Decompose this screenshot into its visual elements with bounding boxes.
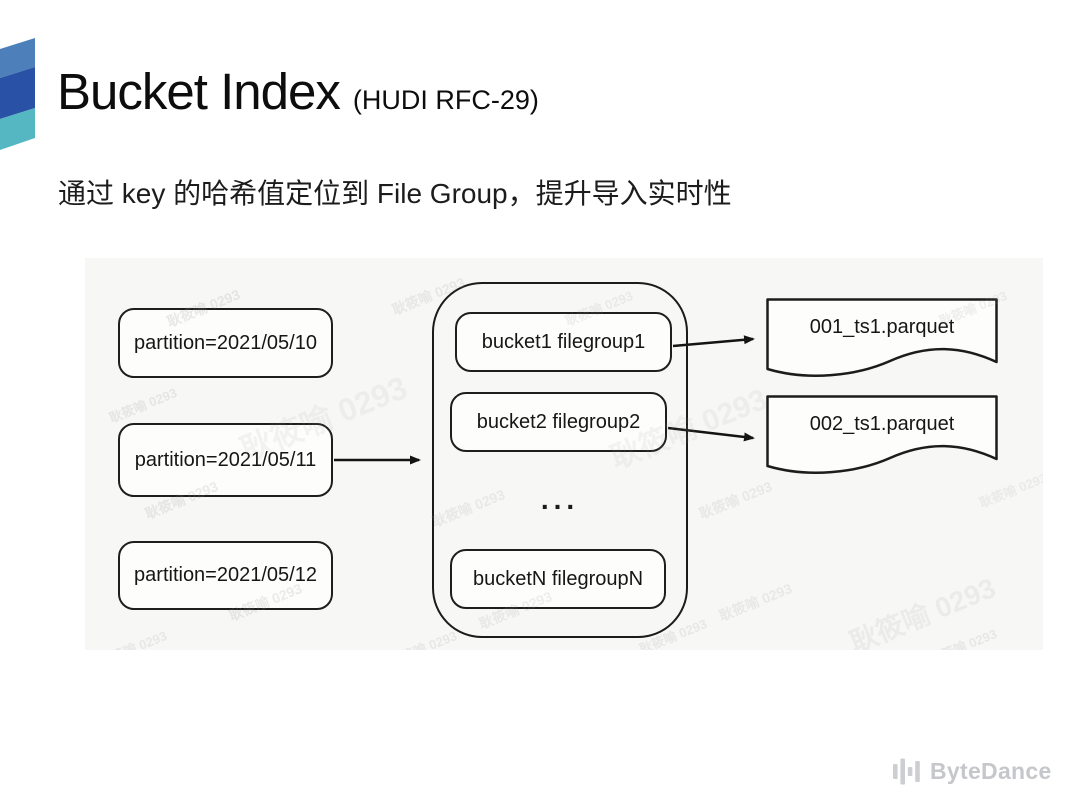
partition-label: partition=2021/05/11 bbox=[134, 448, 317, 471]
parquet-file-node-2: 002_ts1.parquet bbox=[766, 395, 998, 483]
partition-node-2: partition=2021/05/11 bbox=[118, 423, 333, 497]
watermark-text: 耿筱喻 0293 bbox=[845, 572, 1000, 650]
document-shape-icon bbox=[766, 298, 998, 377]
document-shape-icon bbox=[766, 395, 998, 474]
bytedance-logo-icon bbox=[893, 758, 920, 785]
parquet-file-node-1: 001_ts1.parquet bbox=[766, 298, 998, 386]
partition-node-1: partition=2021/05/10 bbox=[118, 308, 333, 378]
buckets-ellipsis: ... bbox=[540, 484, 580, 515]
bucket-node-2: bucket2 filegroup2 bbox=[450, 392, 667, 452]
bucket-node-n: bucketN filegroupN bbox=[450, 549, 666, 609]
logo-band-top bbox=[0, 38, 35, 78]
logo-band-middle bbox=[0, 67, 35, 119]
title-row: Bucket Index (HUDI RFC-29) bbox=[57, 62, 539, 121]
logo-band-bottom bbox=[0, 108, 35, 150]
watermark-text: 耿筱喻 0293 bbox=[97, 628, 170, 650]
partition-node-3: partition=2021/05/12 bbox=[118, 541, 333, 610]
watermark-text: 耿筱喻 0293 bbox=[107, 385, 180, 426]
partition-label: partition=2021/05/10 bbox=[134, 331, 317, 354]
file-label: 002_ts1.parquet bbox=[809, 413, 955, 435]
bucket-node-1: bucket1 filegroup1 bbox=[455, 312, 672, 372]
watermark-text: 耿筱喻 0293 bbox=[387, 628, 460, 650]
slide-corner-logo-icon bbox=[0, 38, 35, 150]
page-title-suffix: (HUDI RFC-29) bbox=[352, 85, 539, 115]
file-label: 001_ts1.parquet bbox=[809, 316, 955, 338]
partition-label: partition=2021/05/12 bbox=[134, 564, 317, 586]
bucket-label: bucket1 filegroup1 bbox=[481, 330, 646, 353]
page-title: Bucket Index bbox=[57, 63, 341, 120]
footer-brand: ByteDance bbox=[893, 758, 1052, 785]
bucket-group-container bbox=[432, 282, 688, 638]
watermark-text: 耿筱喻 0293 bbox=[716, 580, 795, 624]
bucket-label: bucketN filegroupN bbox=[472, 567, 644, 590]
slide-subtitle: 通过 key 的哈希值定位到 File Group，提升导入实时性 bbox=[58, 178, 732, 209]
watermark-text: 耿筱喻 0293 bbox=[696, 478, 775, 522]
bytedance-brand-text: ByteDance bbox=[930, 758, 1052, 784]
bucket-label: bucket2 filegroup2 bbox=[476, 410, 641, 433]
bucket-index-diagram: partition=2021/05/10 partition=2021/05/1… bbox=[85, 258, 1043, 650]
watermark-text: 耿筱喻 0293 bbox=[927, 626, 1000, 650]
